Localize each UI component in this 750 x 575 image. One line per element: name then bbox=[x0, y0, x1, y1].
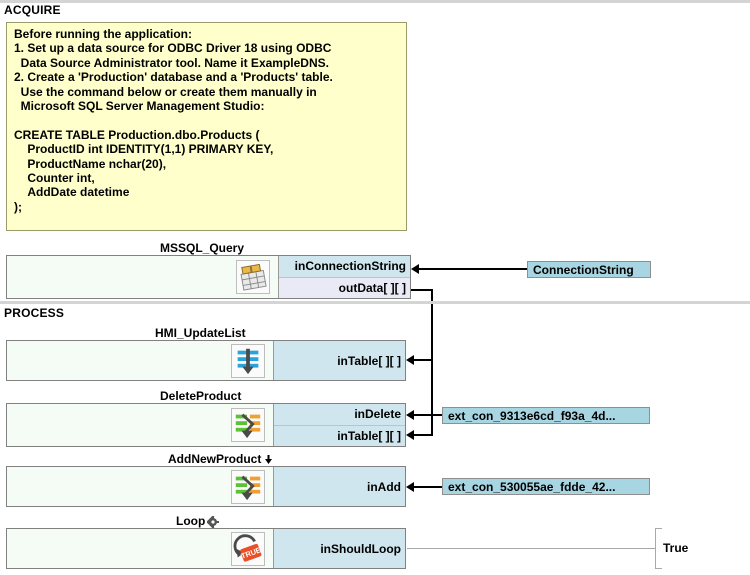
block-deleteproduct[interactable]: inDelete inTable[ ][ ] bbox=[6, 403, 406, 447]
block-body bbox=[7, 404, 273, 446]
wire-arrowhead bbox=[411, 264, 419, 274]
divider-top bbox=[0, 0, 750, 3]
ext-tag-ext-con-9313[interactable]: ext_con_9313e6cd_f93a_4d... bbox=[442, 407, 650, 424]
section-header-acquire: ACQUIRE bbox=[4, 3, 61, 17]
block-body bbox=[7, 256, 278, 298]
wire-arrowhead bbox=[406, 355, 414, 365]
block-title-label: Loop bbox=[176, 514, 206, 528]
database-table-icon-svg bbox=[237, 261, 269, 293]
divider-process bbox=[0, 301, 750, 304]
gear-icon-svg bbox=[206, 514, 220, 529]
port-inShouldLoop[interactable]: inShouldLoop bbox=[274, 529, 405, 568]
wire-arrowhead bbox=[406, 410, 414, 420]
block-title-label: AddNewProduct bbox=[168, 452, 262, 466]
block-title-hmi-updatelist: HMI_UpdateList bbox=[155, 326, 246, 340]
port-inTable[interactable]: inTable[ ][ ] bbox=[274, 341, 405, 380]
wire-extcon9313-to-indelete bbox=[414, 414, 442, 416]
gear-icon bbox=[206, 514, 220, 529]
constant-bracket bbox=[655, 528, 662, 569]
update-list-icon bbox=[231, 343, 265, 378]
wire-outdata-to-delete-intable bbox=[414, 434, 433, 436]
block-title-label: DeleteProduct bbox=[160, 389, 242, 403]
block-ports: inAdd bbox=[273, 467, 405, 506]
block-title-label: MSSQL_Query bbox=[160, 241, 245, 255]
loop-true-icon-svg: TRUE bbox=[232, 532, 264, 565]
database-table-icon bbox=[236, 260, 270, 294]
wire-outdata-stub bbox=[411, 289, 433, 291]
block-title-mssql-query: MSSQL_Query bbox=[160, 241, 244, 255]
constant-label-true: True bbox=[663, 541, 689, 555]
block-title-loop: Loop bbox=[176, 514, 220, 529]
down-arrow-icon bbox=[263, 454, 274, 465]
ext-tag-connection-string[interactable]: ConnectionString bbox=[527, 261, 651, 278]
block-ports: inDelete inTable[ ][ ] bbox=[273, 404, 405, 446]
block-addnewproduct[interactable]: inAdd bbox=[6, 466, 406, 507]
port-inTable[interactable]: inTable[ ][ ] bbox=[274, 424, 405, 446]
wire-outdata-to-hmi-intable bbox=[414, 359, 433, 361]
block-title-addnewproduct: AddNewProduct bbox=[168, 452, 274, 466]
port-inConnectionString[interactable]: inConnectionString bbox=[279, 256, 410, 277]
port-inDelete[interactable]: inDelete bbox=[274, 404, 405, 425]
transform-arrow-icon-svg bbox=[232, 470, 264, 503]
transform-arrow-icon bbox=[231, 469, 265, 504]
down-arrow-icon-svg bbox=[265, 454, 273, 464]
wire-connectionstring-to-inconnectionstring bbox=[419, 268, 527, 270]
wire-arrowhead bbox=[406, 482, 414, 492]
block-hmi-updatelist[interactable]: inTable[ ][ ] bbox=[6, 340, 406, 381]
block-loop[interactable]: TRUE inShouldLoop bbox=[6, 528, 406, 569]
port-outData[interactable]: outData[ ][ ] bbox=[279, 276, 410, 298]
block-body bbox=[7, 467, 273, 506]
wire-loop-constant bbox=[407, 548, 655, 549]
block-ports: inTable[ ][ ] bbox=[273, 341, 405, 380]
loop-true-icon: TRUE bbox=[231, 531, 265, 566]
block-body bbox=[7, 341, 273, 380]
block-title-label: HMI_UpdateList bbox=[155, 326, 246, 340]
block-title-deleteproduct: DeleteProduct bbox=[160, 389, 241, 403]
ext-tag-ext-con-5300[interactable]: ext_con_530055ae_fdde_42... bbox=[442, 478, 650, 495]
wire-arrowhead bbox=[406, 430, 414, 440]
port-inAdd[interactable]: inAdd bbox=[274, 467, 405, 506]
transform-arrow-icon-svg bbox=[232, 409, 264, 441]
block-body: TRUE bbox=[7, 529, 273, 568]
wire-extcon5300-to-inadd bbox=[414, 486, 442, 488]
transform-arrow-icon bbox=[231, 408, 265, 442]
wire-outdata-trunk bbox=[431, 289, 433, 435]
block-ports: inShouldLoop bbox=[273, 529, 405, 568]
section-header-process: PROCESS bbox=[4, 306, 65, 320]
update-list-icon-svg bbox=[232, 344, 264, 377]
note-box-setup-instructions: Before running the application: 1. Set u… bbox=[6, 22, 407, 231]
block-ports: inConnectionString outData[ ][ ] bbox=[278, 256, 410, 298]
block-mssql-query[interactable]: inConnectionString outData[ ][ ] bbox=[6, 255, 411, 299]
